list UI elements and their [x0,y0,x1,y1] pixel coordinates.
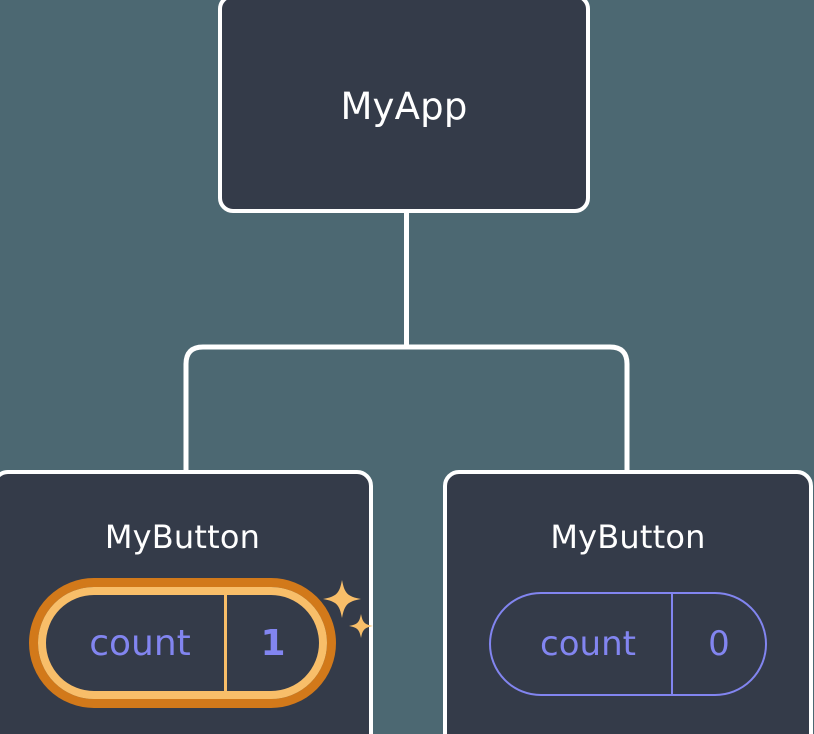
node-mybutton-1-label: MyButton [104,518,261,556]
state-pill-count[interactable]: count 0 [489,592,767,696]
node-myapp[interactable]: MyApp [218,0,590,213]
node-mybutton-2-label: MyButton [550,518,706,556]
node-mybutton-1[interactable]: MyButton count 1 [0,470,373,734]
state-value-label: 1 [224,595,319,691]
state-key-label: count [540,624,636,664]
edge-bracket-left [183,344,407,472]
edge-bracket-right [406,344,630,472]
sparkle-icon-small [349,614,373,638]
node-myapp-label: MyApp [340,85,468,128]
state-key-label: count [89,622,191,664]
state-pill-wrap-2: count 0 [489,592,767,696]
state-pill-wrap-1: count 1 [29,578,373,708]
state-value-label: 0 [671,594,765,694]
node-mybutton-2[interactable]: MyButton count 0 [443,470,813,734]
state-pill-inner: count 1 [38,587,327,699]
state-pill-count-highlighted[interactable]: count 1 [29,578,336,708]
